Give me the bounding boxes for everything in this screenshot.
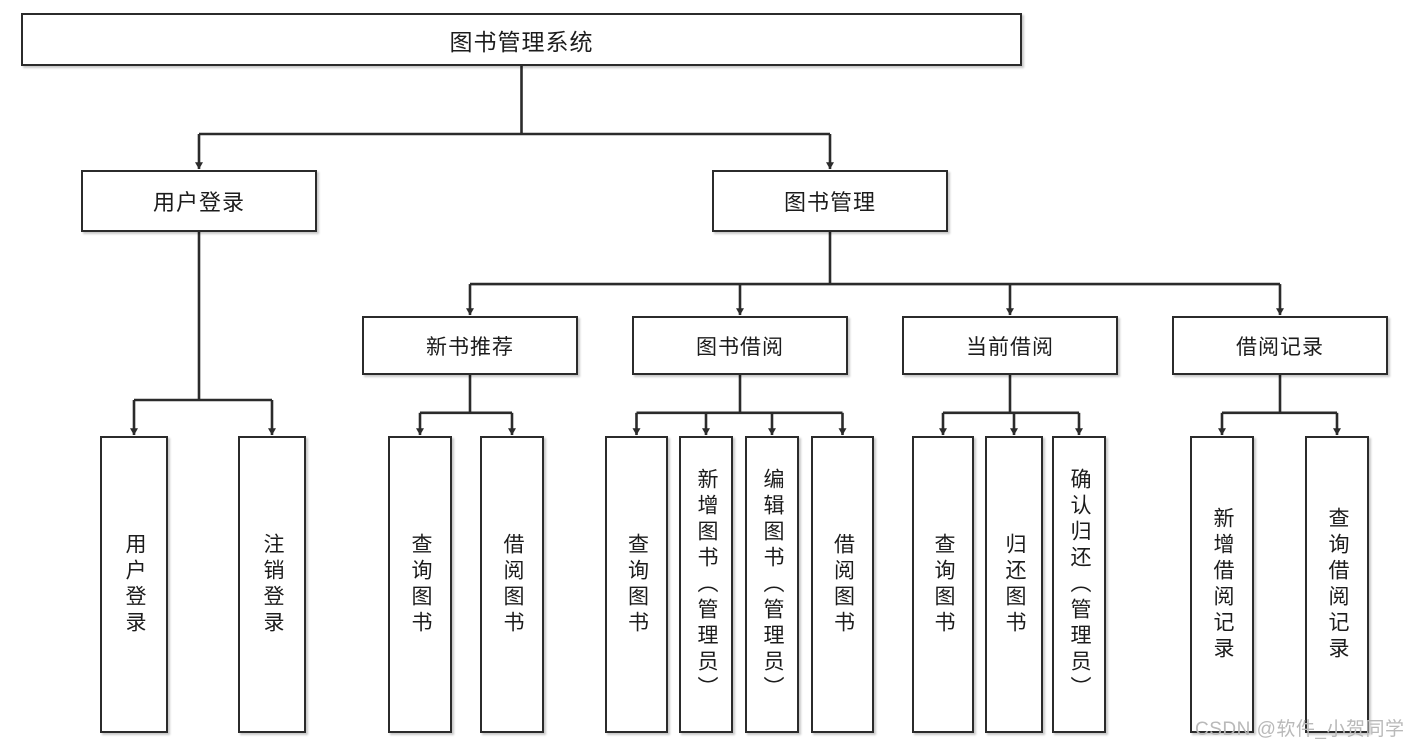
node-label-leaf-user-login: 用户登录	[123, 532, 147, 637]
node-label-new-book-rec: 新书推荐	[426, 335, 514, 359]
node-leaf-query-book-2[interactable]: 查询图书	[605, 436, 668, 733]
node-label-leaf-query-record: 查询借阅记录	[1326, 506, 1350, 663]
node-leaf-user-logout[interactable]: 注销登录	[238, 436, 306, 733]
node-leaf-query-book-1[interactable]: 查询图书	[388, 436, 452, 733]
node-label-current-borrow: 当前借阅	[966, 335, 1054, 359]
node-borrow-record[interactable]: 借阅记录	[1172, 316, 1388, 375]
node-label-leaf-return-book: 归还图书	[1003, 532, 1027, 637]
node-leaf-borrow-book-1[interactable]: 借阅图书	[480, 436, 544, 733]
node-leaf-return-book[interactable]: 归还图书	[985, 436, 1043, 733]
node-leaf-confirm-return[interactable]: 确认归还（管理员）	[1052, 436, 1106, 733]
node-label-leaf-confirm-return: 确认归还（管理员）	[1068, 467, 1092, 702]
node-label-leaf-edit-book: 编辑图书（管理员）	[761, 467, 785, 702]
csdn-watermark: CSDN @软件_小贺同学	[1195, 719, 1405, 740]
node-leaf-user-login[interactable]: 用户登录	[100, 436, 168, 733]
node-label-leaf-borrow-book-1: 借阅图书	[501, 532, 525, 637]
node-label-leaf-add-record: 新增借阅记录	[1211, 506, 1235, 663]
node-book-manage[interactable]: 图书管理	[712, 170, 948, 232]
node-leaf-query-book-3[interactable]: 查询图书	[912, 436, 974, 733]
node-leaf-edit-book[interactable]: 编辑图书（管理员）	[745, 436, 799, 733]
node-leaf-add-record[interactable]: 新增借阅记录	[1190, 436, 1254, 733]
node-book-borrow[interactable]: 图书借阅	[632, 316, 848, 375]
node-leaf-borrow-book-2[interactable]: 借阅图书	[811, 436, 874, 733]
node-leaf-query-record[interactable]: 查询借阅记录	[1305, 436, 1369, 733]
node-root[interactable]: 图书管理系统	[21, 13, 1022, 66]
node-new-book-rec[interactable]: 新书推荐	[362, 316, 578, 375]
node-label-book-borrow: 图书借阅	[696, 335, 784, 359]
node-label-leaf-query-book-2: 查询图书	[625, 532, 649, 637]
node-label-borrow-record: 借阅记录	[1236, 335, 1324, 359]
node-label-root: 图书管理系统	[449, 28, 594, 55]
node-user-login[interactable]: 用户登录	[81, 170, 317, 232]
node-label-user-login: 用户登录	[152, 190, 245, 215]
node-label-leaf-query-book-1: 查询图书	[409, 532, 433, 637]
node-label-leaf-query-book-3: 查询图书	[932, 532, 956, 637]
node-label-book-manage: 图书管理	[783, 190, 876, 215]
node-label-leaf-user-logout: 注销登录	[261, 532, 285, 637]
node-label-leaf-add-book: 新增图书（管理员）	[695, 467, 719, 702]
node-leaf-add-book[interactable]: 新增图书（管理员）	[679, 436, 733, 733]
node-label-leaf-borrow-book-2: 借阅图书	[831, 532, 855, 637]
node-current-borrow[interactable]: 当前借阅	[902, 316, 1118, 375]
